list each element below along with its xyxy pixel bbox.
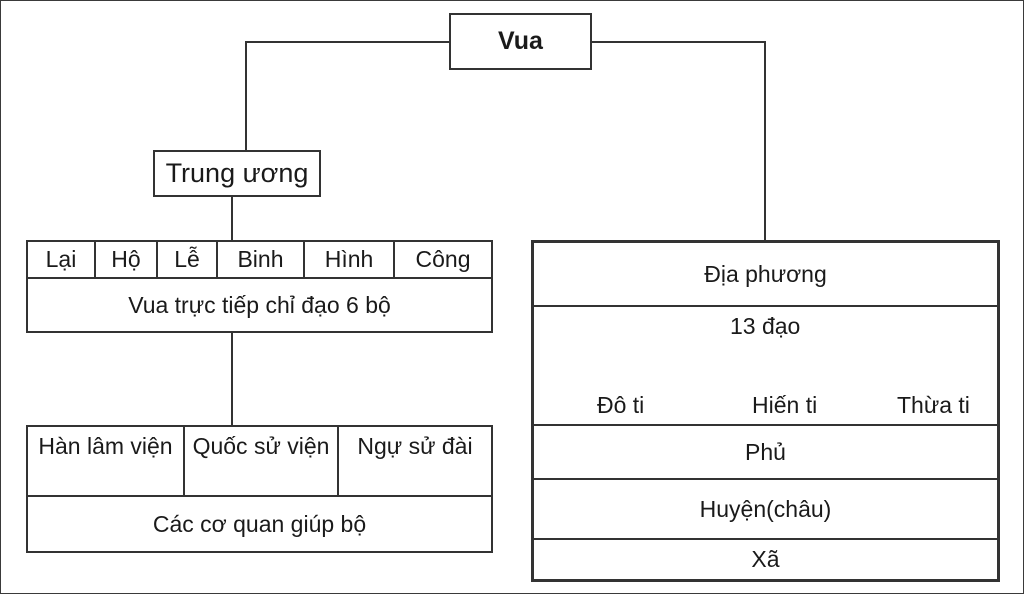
central-box: Trung ương [153,150,321,197]
ministries-caption: Vua trực tiếp chỉ đạo 6 bộ [128,291,391,318]
local-box: Địa phương 13 đạo Đô ti Hiến ti Thừa ti … [531,240,1000,582]
ministries-row: Lại Hộ Lễ Binh Hình Công [28,242,491,279]
ministry-cell: Lại [28,242,96,277]
hien-ti-label: Hiến ti [752,392,818,418]
connector-vua-trunguong [245,41,449,150]
thua-ti-label: Thừa ti [897,392,970,418]
king-label: Vua [498,27,543,55]
do-ti-label: Đô ti [597,392,645,418]
ministry-cell: Binh [218,242,305,277]
dao-section: 13 đạo Đô ti Hiến ti Thừa ti [534,307,997,426]
agency-cell: Ngự sử đài [357,433,473,459]
xa-row: Xã [751,546,780,572]
ministry-cell: Lễ [158,242,218,277]
agencies-row: Hàn lâm viện Quốc sử viện Ngự sử đài [28,427,491,497]
king-box: Vua [449,13,592,70]
huyen-row: Huyện(châu) [534,480,997,540]
dao-label: 13 đạo [730,313,801,339]
local-header: Địa phương [534,243,997,307]
ministry-cell: Hộ [96,242,158,277]
connector-vua-diaphuong [592,41,766,240]
central-label: Trung ương [165,158,309,188]
agencies-caption: Các cơ quan giúp bộ [152,510,367,537]
ministry-cell: Công [415,246,471,272]
ministries-box: Lại Hộ Lễ Binh Hình Công Vua trực tiếp c… [26,240,493,333]
phu-row: Phủ [534,426,997,480]
ministry-cell: Hình [305,242,395,277]
agency-cell: Hàn lâm viện [28,427,185,495]
agencies-box: Hàn lâm viện Quốc sử viện Ngự sử đài Các… [26,425,493,553]
agency-cell: Quốc sử viện [185,427,339,495]
